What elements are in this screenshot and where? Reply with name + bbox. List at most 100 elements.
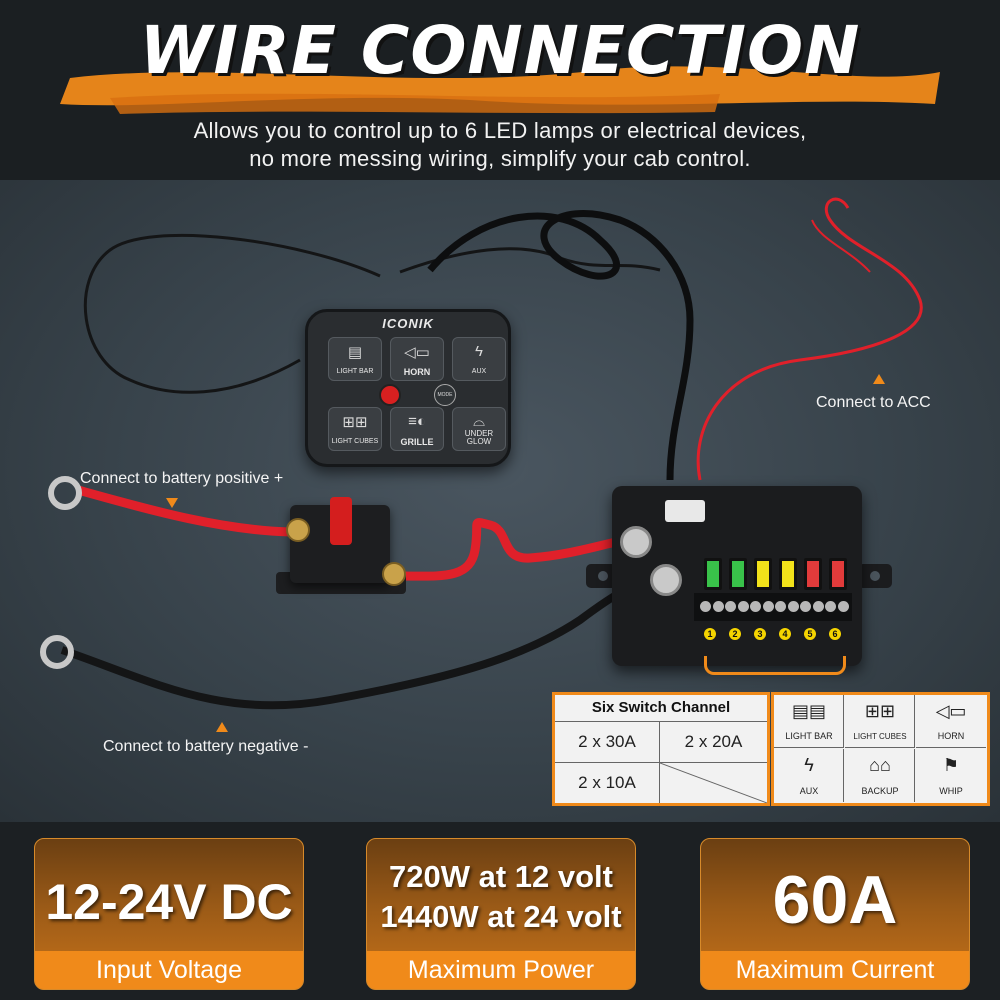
switch-table-title: Six Switch Channel xyxy=(555,695,767,722)
lightning-icon: ϟ xyxy=(475,343,483,360)
horn-icon: ◁▭ xyxy=(404,344,430,361)
brush-stroke-decoration xyxy=(60,66,940,114)
icon-cell-horn: ◁▭ HORN xyxy=(916,695,986,748)
box-mount-ear-right xyxy=(858,564,892,588)
positive-stud xyxy=(620,526,652,558)
icon-cell-whip: ⚑ WHIP xyxy=(916,749,986,802)
spec-label-current: Maximum Current xyxy=(701,951,969,989)
positive-cable xyxy=(76,485,291,537)
switch-control-panel: ICONIK ▤ LIGHT BAR ◁▭ HORN ϟ AUX MODE ⊞⊞… xyxy=(305,309,511,467)
acc-arrow-icon xyxy=(873,374,885,384)
switch-cell-10a: 2 x 10A xyxy=(578,773,636,792)
terminal-screw xyxy=(825,601,836,612)
horn-icon: ◁▭ xyxy=(935,701,967,721)
icon-cell-light-bar: ▤▤ LIGHT BAR xyxy=(774,695,844,748)
callout-battery-negative: Connect to battery negative - xyxy=(103,738,309,755)
lightning-icon: ϟ xyxy=(804,755,814,775)
channel-label-2: 2 xyxy=(729,628,741,640)
light-bar-icon: ▤▤ xyxy=(791,701,826,721)
negative-stud xyxy=(650,564,682,596)
grille-light-icon: ≡◐ xyxy=(408,413,426,430)
wiring-diagram: Connect to ACC Connect to battery positi… xyxy=(0,180,1000,822)
terminal-screw xyxy=(812,601,824,612)
mode-button[interactable]: MODE xyxy=(434,384,456,406)
fuse-2[interactable] xyxy=(729,558,747,590)
panel-button-aux[interactable]: ϟ AUX xyxy=(452,337,506,381)
spec-value-current: 60A xyxy=(772,862,898,938)
empty-cell-diagonal xyxy=(660,763,767,803)
breaker-to-box-cable xyxy=(399,518,626,581)
spec-value-power-12v: 720W at 12 volt xyxy=(389,859,613,894)
negative-ring-terminal xyxy=(40,635,74,669)
channel-label-4: 4 xyxy=(779,628,791,640)
panel-button-light-cubes[interactable]: ⊞⊞ LIGHT CUBES xyxy=(328,407,382,451)
breaker-reset-lever[interactable] xyxy=(330,497,352,545)
spec-label-voltage: Input Voltage xyxy=(35,951,303,989)
terminal-screw xyxy=(775,601,786,612)
breaker-bolt-input xyxy=(286,518,310,542)
spec-card-maximum-current: 60A Maximum Current xyxy=(700,838,970,990)
spec-card-input-voltage: 12-24V DC Input Voltage xyxy=(34,838,304,990)
channel-label-5: 5 xyxy=(804,628,816,640)
icon-cell-aux: ϟ AUX xyxy=(774,749,844,802)
negative-cable xyxy=(60,572,665,710)
fuse-1[interactable] xyxy=(704,558,722,590)
switch-cell-30a: 2 x 30A xyxy=(578,732,636,751)
icon-cell-light-cubes: ⊞⊞ LIGHT CUBES xyxy=(845,695,915,748)
header: WIRE CONNECTION Allows you to control up… xyxy=(0,0,1000,180)
braided-cable xyxy=(427,210,694,481)
terminal-screw xyxy=(700,601,711,612)
positive-arrow-icon xyxy=(166,498,178,508)
terminal-screw xyxy=(750,601,761,612)
panel-brand-logo: ICONIK xyxy=(382,316,434,331)
spec-card-maximum-power: 720W at 12 volt 1440W at 24 volt Maximum… xyxy=(366,838,636,990)
page-title: WIRE CONNECTION xyxy=(139,12,861,89)
positive-ring-terminal xyxy=(48,476,82,510)
spec-value-voltage: 12-24V DC xyxy=(45,874,293,930)
subtitle-line-1: Allows you to control up to 6 LED lamps … xyxy=(193,118,807,143)
subtitle-line-2: no more messing wiring, simplify your ca… xyxy=(249,146,751,171)
light-cubes-icon: ⊞⊞ xyxy=(342,414,368,431)
negative-arrow-icon xyxy=(216,722,228,732)
terminal-screw xyxy=(837,601,849,612)
spec-cards: 12-24V DC Input Voltage 720W at 12 volt … xyxy=(0,822,1000,1000)
channel-label-6: 6 xyxy=(829,628,841,640)
panel-button-under-glow[interactable]: ⌓ UNDER GLOW xyxy=(452,407,506,451)
acc-wire xyxy=(696,197,923,481)
icon-cell-backup: ⌂⌂ BACKUP xyxy=(845,749,915,802)
terminal-screw xyxy=(712,601,724,612)
channel-label-1: 1 xyxy=(704,628,716,640)
panel-button-grille[interactable]: ≡◐ GRILLE xyxy=(390,407,444,451)
accessory-icon-table: ▤▤ LIGHT BAR ⊞⊞ LIGHT CUBES ◁▭ HORN ϟ AU… xyxy=(771,692,990,806)
fuse-4[interactable] xyxy=(779,558,797,590)
fuse-3[interactable] xyxy=(754,558,772,590)
channel-label-3: 3 xyxy=(754,628,766,640)
wires-layer xyxy=(60,197,923,710)
switch-cell-20a: 2 x 20A xyxy=(684,732,743,751)
under-glow-icon: ⌓ xyxy=(473,413,485,430)
whip-flag-icon: ⚑ xyxy=(942,755,960,775)
terminal-screw xyxy=(762,601,774,612)
light-bar-icon: ▤ xyxy=(347,344,363,361)
panel-cable xyxy=(83,233,381,394)
fuse-6[interactable] xyxy=(829,558,847,590)
callout-battery-positive: Connect to battery positive + xyxy=(80,470,284,487)
terminal-screw xyxy=(725,601,736,612)
terminal-screw xyxy=(737,601,749,612)
channel-bracket xyxy=(704,656,846,675)
power-button[interactable] xyxy=(379,384,401,406)
spec-label-power: Maximum Power xyxy=(367,951,635,989)
breaker-bolt-output xyxy=(382,562,406,586)
terminal-screw xyxy=(800,601,811,612)
light-cubes-icon: ⊞⊞ xyxy=(864,701,896,721)
switch-channel-table: Six Switch Channel 2 x 30A 2 x 20A 2 x 1… xyxy=(552,692,770,806)
panel-cable-connector xyxy=(665,500,705,522)
terminal-screw xyxy=(787,601,799,612)
spec-value-power-24v: 1440W at 24 volt xyxy=(380,899,622,934)
panel-button-horn[interactable]: ◁▭ HORN xyxy=(390,337,444,381)
panel-button-light-bar[interactable]: ▤ LIGHT BAR xyxy=(328,337,382,381)
callout-acc: Connect to ACC xyxy=(816,394,931,411)
fuse-5[interactable] xyxy=(804,558,822,590)
backup-light-icon: ⌂⌂ xyxy=(869,755,891,775)
